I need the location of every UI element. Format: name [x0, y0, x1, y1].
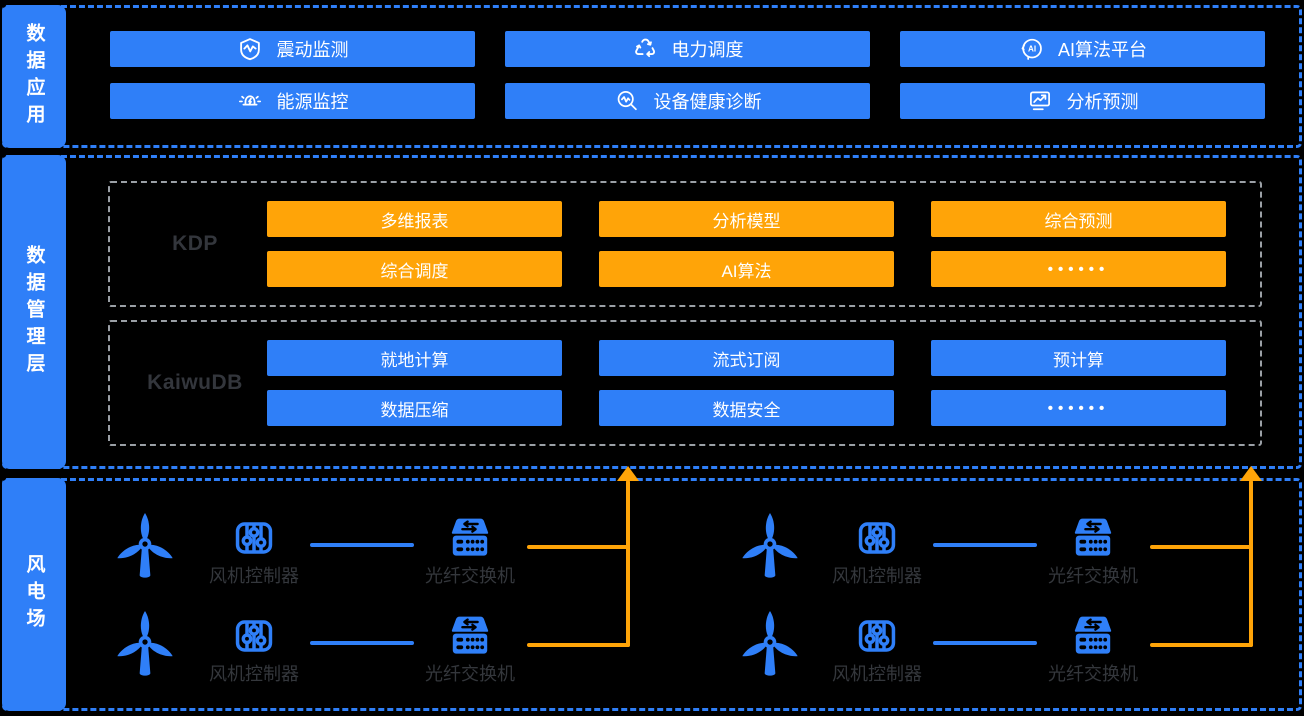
section-label-wind-farm: 风电场 — [2, 478, 66, 711]
wind-turbine-icon — [108, 509, 182, 590]
switch-label: 光纤交换机 — [425, 566, 515, 586]
kaiwudb-module-data-security: 数据安全 — [599, 390, 894, 426]
app-button-device-health: 设备健康诊断 — [505, 83, 870, 119]
kaiwudb-module-more-dots: •••••• — [931, 390, 1226, 426]
kaiwudb-box: KaiwuDB 就地计算 流式订阅 预计算 数据压缩 数据安全 •••••• — [108, 320, 1262, 446]
kdp-module-综合调度: 综合调度 — [267, 251, 562, 287]
uplink-arrow-icon — [617, 466, 639, 481]
data-management-section: 数据管理层 KDP 多维报表 分析模型 综合预测 综合调度 AI算法 •••••… — [2, 155, 1302, 469]
data-application-section: 数据应用 震动监测 电力调度 — [2, 5, 1302, 148]
controller-label: 风机控制器 — [832, 664, 922, 684]
uplink-riser-line — [1249, 480, 1253, 647]
kdp-module-analysis-model: 分析模型 — [599, 201, 894, 237]
kaiwudb-module-data-compress: 数据压缩 — [267, 390, 562, 426]
controller-label: 风机控制器 — [832, 566, 922, 586]
controller-label: 风机控制器 — [209, 664, 299, 684]
kdp-box: KDP 多维报表 分析模型 综合预测 综合调度 AI算法 •••••• — [108, 181, 1262, 307]
fiber-link-line — [310, 641, 414, 645]
switch-label: 光纤交换机 — [425, 664, 515, 684]
kaiwudb-title: KaiwuDB — [147, 371, 243, 394]
section-label-data-management: 数据管理层 — [2, 155, 66, 469]
svg-text:AI: AI — [1028, 45, 1036, 54]
app-button-ai-platform: AI AI算法平台 — [900, 31, 1265, 67]
fiber-link-line — [310, 543, 414, 547]
turbine-controller-icon — [231, 517, 277, 564]
wind-turbine-icon — [108, 607, 182, 688]
fiber-switch-icon — [1067, 612, 1119, 665]
fiber-switch-icon — [444, 514, 496, 567]
kdp-module-multidim-report: 多维报表 — [267, 201, 562, 237]
app-button-label: 设备健康诊断 — [653, 92, 762, 112]
vibration-shield-icon — [237, 36, 263, 62]
app-button-label: 震动监测 — [276, 40, 349, 60]
switch-label: 光纤交换机 — [1048, 664, 1138, 684]
uplink-line — [1150, 643, 1253, 647]
turbine-controller-icon — [854, 517, 900, 564]
section-label-text: 风电场 — [23, 554, 45, 635]
fiber-link-line — [933, 543, 1037, 547]
app-button-label: 分析预测 — [1066, 92, 1139, 112]
turbine-controller-icon — [854, 615, 900, 662]
section-label-text: 数据管理层 — [23, 244, 45, 380]
app-button-energy-monitor: 能源监控 — [110, 83, 475, 119]
switch-label: 光纤交换机 — [1048, 566, 1138, 586]
magnifier-wave-icon — [614, 88, 640, 114]
kdp-title: KDP — [172, 232, 218, 255]
fiber-switch-icon — [444, 612, 496, 665]
wind-turbine-icon — [733, 607, 807, 688]
alarm-beacon-icon — [237, 88, 263, 114]
app-button-analysis-forecast: 分析预测 — [900, 83, 1265, 119]
section-label-text: 数据应用 — [23, 22, 45, 131]
kaiwudb-module-precompute: 预计算 — [931, 340, 1226, 376]
controller-label: 风机控制器 — [209, 566, 299, 586]
app-button-vibration-monitor: 震动监测 — [110, 31, 475, 67]
kdp-module-more-dots: •••••• — [931, 251, 1226, 287]
recycle-arrows-icon — [632, 36, 658, 62]
wind-turbine-icon — [733, 509, 807, 590]
fiber-link-line — [933, 641, 1037, 645]
wind-farm-section: 风电场 — [2, 478, 1302, 711]
kdp-module-综合预测: 综合预测 — [931, 201, 1226, 237]
uplink-line — [1150, 545, 1253, 549]
fiber-switch-icon — [1067, 514, 1119, 567]
uplink-line — [527, 643, 630, 647]
app-button-power-dispatch: 电力调度 — [505, 31, 870, 67]
section-label-data-application: 数据应用 — [2, 5, 66, 148]
kaiwudb-module-stream-subscribe: 流式订阅 — [599, 340, 894, 376]
uplink-line — [527, 545, 630, 549]
app-button-label: 能源监控 — [276, 92, 349, 112]
uplink-arrow-icon — [1240, 466, 1262, 481]
kaiwudb-module-local-compute: 就地计算 — [267, 340, 562, 376]
ai-head-icon: AI — [1018, 36, 1044, 62]
trend-chart-icon — [1027, 88, 1053, 114]
app-button-label: 电力调度 — [671, 40, 744, 60]
turbine-controller-icon — [231, 615, 277, 662]
kdp-module-ai-algorithm: AI算法 — [599, 251, 894, 287]
uplink-riser-line — [626, 480, 630, 647]
app-button-label: AI算法平台 — [1057, 40, 1147, 60]
